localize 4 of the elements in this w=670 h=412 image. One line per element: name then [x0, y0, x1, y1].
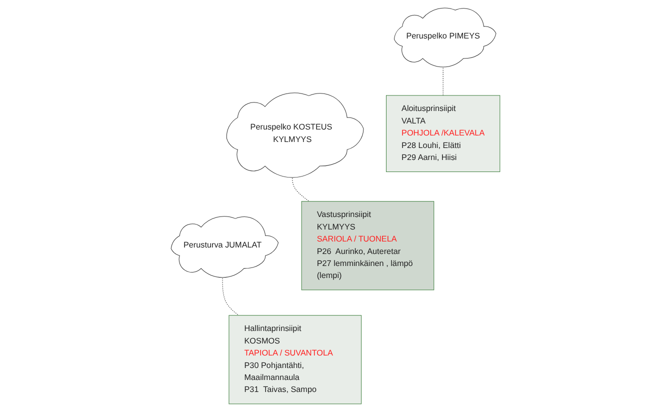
connector — [442, 66, 443, 96]
node-box: Aloitusprinsiipit VALTA POHJOLA /KALEVALA P28 Louhi, Elätti P29 Aarni, Hiisi — [386, 95, 500, 172]
node-box: Vastusprinsiipit KYLMYYS SARIOLA / TUONELA P26 Aurinko, Auteretar P27 lemminkäinen , lämpö (lempi) — [300, 201, 434, 290]
node-box: Hallintaprinsiipit KOSMOS TAPIOLA / SUVANTOLA P30 Pohjantähti, Maailmannaula P31 Taivas, Sampo — [228, 315, 362, 404]
